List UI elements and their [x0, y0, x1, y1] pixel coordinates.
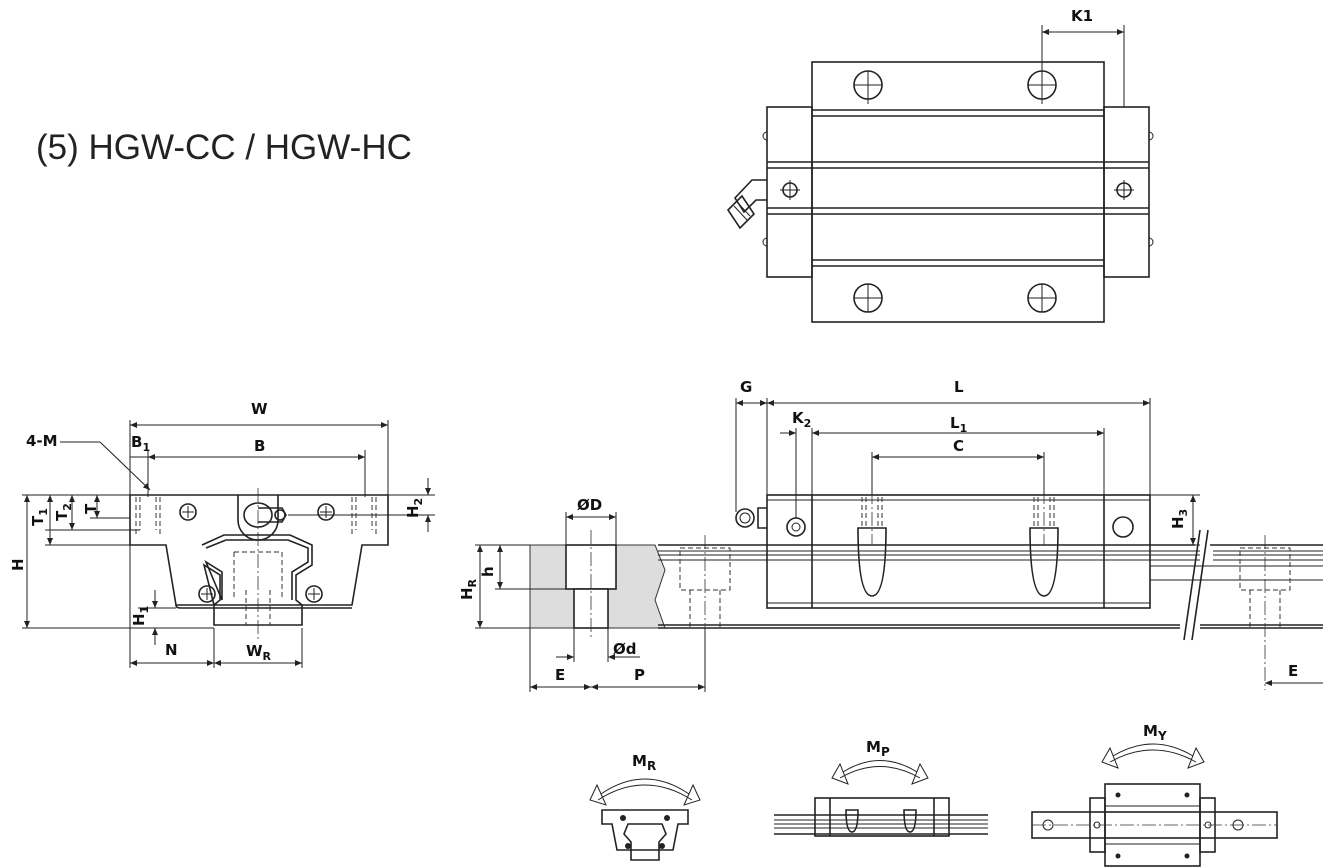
- bolt-hole-icon: [1027, 283, 1057, 313]
- dim-t1: T1: [29, 508, 50, 526]
- dim-e-right: E: [1288, 662, 1298, 680]
- grease-nipple-icon: [735, 507, 767, 529]
- bolt-hole-icon: [1027, 70, 1057, 104]
- moment-my-label: MY: [1143, 722, 1167, 743]
- moment-mr-label: MR: [632, 752, 656, 773]
- side-port-icon: [786, 517, 806, 537]
- dim-n: N: [165, 641, 178, 659]
- top-view: K1: [726, 7, 1154, 323]
- grease-nipple-icon: [726, 179, 767, 230]
- side-port-icon: [1112, 516, 1134, 538]
- dim-hr: HR: [458, 578, 479, 600]
- dim-t: T: [82, 503, 100, 514]
- dim-g: G: [740, 378, 752, 396]
- dim-c: C: [953, 437, 964, 455]
- dim-small-d: Ød: [613, 640, 637, 658]
- dim-k1: K1: [1071, 7, 1093, 25]
- dim-b1: B1: [131, 433, 150, 454]
- screw-icon: [317, 503, 335, 521]
- side-port-icon: [780, 180, 800, 200]
- end-view: W B B1 4-M H T1 T2 T H2: [9, 400, 435, 668]
- dim-h2: H2: [404, 498, 425, 518]
- bolt-hole-icon: [853, 283, 883, 313]
- dim-4-m: 4-M: [26, 432, 58, 450]
- side-port-icon: [1114, 180, 1134, 200]
- screw-icon: [198, 585, 216, 603]
- moment-my-diagram: MY: [1031, 722, 1278, 867]
- dim-p: P: [634, 666, 645, 684]
- moment-mp-diagram: MP: [774, 738, 988, 837]
- dim-h1: H1: [130, 606, 151, 626]
- moment-mr-diagram: MR: [589, 752, 701, 861]
- screw-icon: [179, 503, 197, 521]
- page-title: (5) HGW-CC / HGW-HC: [36, 128, 412, 167]
- dim-h3: H3: [1169, 509, 1190, 529]
- dim-e-left: E: [555, 666, 565, 684]
- dim-h: H: [9, 558, 27, 571]
- dim-od: ØD: [577, 496, 602, 514]
- dim-small-h: h: [479, 566, 497, 577]
- grease-nipple-icon: [237, 495, 340, 541]
- dim-wr: WR: [246, 642, 272, 663]
- dim-t2: T2: [53, 503, 74, 521]
- dim-k2: K2: [792, 409, 811, 430]
- dim-b: B: [254, 437, 265, 455]
- dim-l: L: [954, 378, 964, 396]
- screw-icon: [305, 585, 323, 603]
- side-view: G L K2 L1 C H3 ØD Ød h H: [458, 378, 1323, 692]
- moment-mp-label: MP: [866, 738, 890, 759]
- bolt-hole-icon: [853, 70, 883, 104]
- dim-w: W: [251, 400, 268, 418]
- dim-l1: L1: [950, 414, 967, 435]
